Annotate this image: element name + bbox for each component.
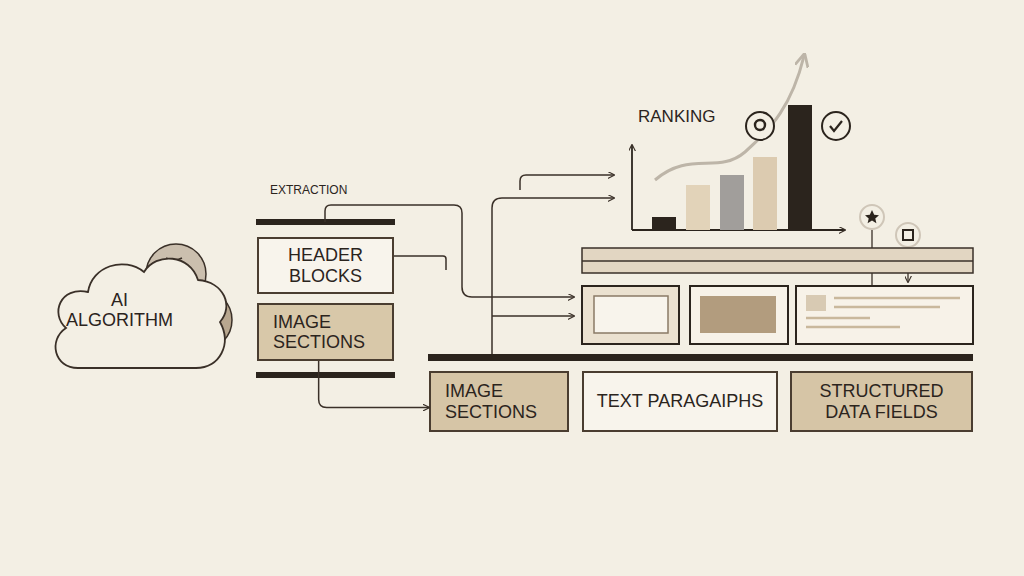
panel bbox=[690, 286, 788, 344]
section-label: EXTRACTION bbox=[270, 183, 347, 197]
node-label: STRUCTURED DATA FIELDS bbox=[820, 381, 944, 421]
process-box: IMAGE SECTIONS bbox=[257, 303, 394, 361]
flow-arrow bbox=[492, 315, 574, 317]
cloud-shape bbox=[48, 240, 233, 375]
flow-arrow bbox=[319, 361, 429, 408]
text-line bbox=[806, 326, 900, 329]
check-icon bbox=[822, 112, 850, 140]
chart-bar bbox=[788, 105, 812, 230]
header-band bbox=[582, 248, 973, 273]
check-icon bbox=[830, 121, 842, 131]
target-icon bbox=[755, 120, 765, 130]
chart-title: RANKING bbox=[638, 107, 715, 127]
cloud-node: AI ALGORITHM bbox=[48, 240, 233, 375]
text-line bbox=[806, 317, 870, 320]
node-label: TEXT PARAGAIPHS bbox=[597, 391, 763, 411]
text-line bbox=[834, 306, 940, 309]
process-box: IMAGE SECTIONS bbox=[429, 371, 569, 432]
target-icon bbox=[746, 112, 774, 140]
panel bbox=[796, 286, 973, 344]
panel bbox=[582, 286, 679, 344]
text-line bbox=[834, 297, 960, 300]
chart-bar bbox=[720, 175, 744, 230]
divider-bar bbox=[256, 372, 395, 378]
chart-bar bbox=[753, 157, 777, 230]
process-box: TEXT PARAGAIPHS bbox=[582, 371, 778, 432]
chart-bar bbox=[652, 217, 676, 230]
process-box: STRUCTURED DATA FIELDS bbox=[790, 371, 973, 432]
divider-bar bbox=[428, 354, 973, 361]
node-label: IMAGE SECTIONS bbox=[273, 312, 365, 352]
process-box: HEADER BLOCKS bbox=[257, 237, 394, 294]
flow-arrow bbox=[520, 175, 614, 190]
node-label: HEADER BLOCKS bbox=[281, 245, 370, 285]
cloud-outline bbox=[56, 259, 227, 368]
panel-thumb bbox=[806, 295, 826, 311]
chart-bar bbox=[686, 185, 710, 230]
square-icon bbox=[903, 230, 913, 240]
star-icon bbox=[860, 205, 884, 229]
square-icon bbox=[896, 223, 920, 247]
star-icon bbox=[865, 210, 879, 223]
node-label: AI ALGORITHM bbox=[62, 290, 177, 330]
node-label: IMAGE SECTIONS bbox=[445, 381, 537, 421]
band-line bbox=[582, 260, 973, 262]
chart-axis bbox=[631, 145, 633, 230]
panel-inner bbox=[700, 296, 776, 333]
panel-inner bbox=[594, 296, 668, 333]
